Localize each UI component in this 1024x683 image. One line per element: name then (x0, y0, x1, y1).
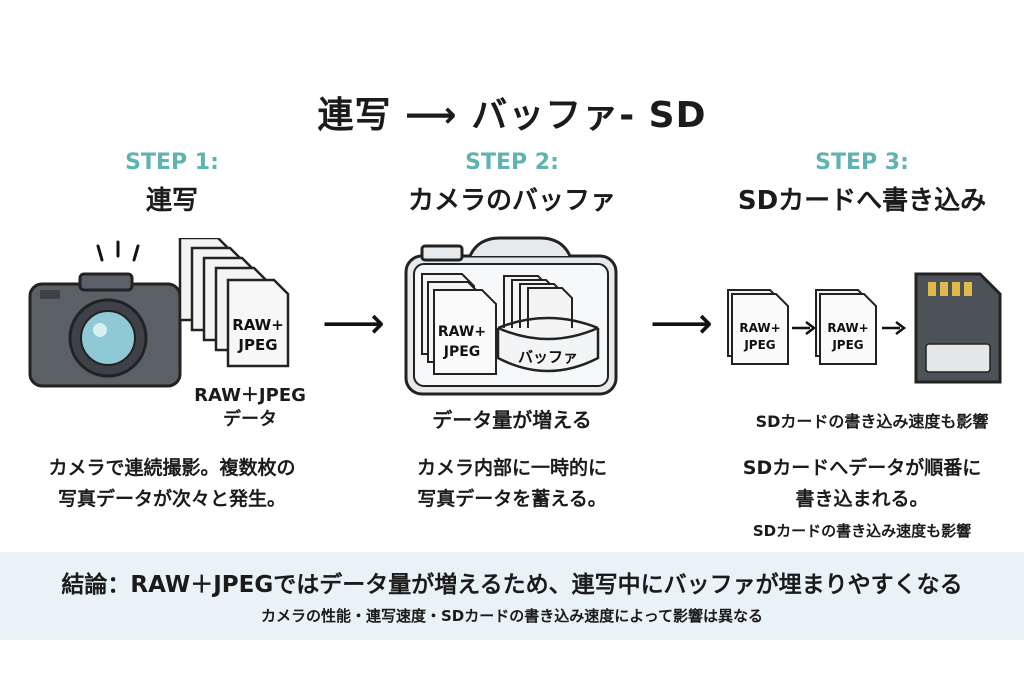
arrow-right-icon (792, 321, 817, 335)
step2-desc-line1: カメラ内部に一時的に (416, 457, 607, 479)
buffer-ring-icon: バッファ (496, 275, 600, 373)
step3-name: SDカードへ書き込み (737, 186, 987, 216)
step2-label: STEP 2: (465, 150, 559, 175)
step2-name: カメラのバッファ (407, 186, 616, 216)
step1-label: STEP 1: (125, 150, 219, 175)
photo-stack-icon: RAW+ JPEG (815, 289, 877, 365)
arrow-right-icon (882, 321, 907, 335)
arrow-right-icon: ⟶ (650, 298, 714, 349)
step3-caption: SDカードの書き込み速度も影響 (755, 412, 989, 431)
step1-doc-line1: RAW+ (232, 316, 284, 334)
conclusion-text: 結論：RAW＋JPEGではデータ量が増えるため、連写中にバッファが埋まりやすくな… (61, 572, 963, 598)
step1-desc-line2: 写真データが次々と発生。 (57, 488, 286, 510)
step3-desc-line1: SDカードへデータが順番に (742, 457, 982, 479)
step3-note: SDカードの書き込み速度も影響 (752, 522, 972, 540)
step1-desc-line1: カメラで連続撮影。複数枚の (48, 457, 296, 479)
photo-stack-icon: RAW+ JPEG (178, 238, 290, 368)
step1-illustration: RAW+ JPEG (28, 238, 290, 388)
step2-caption: データ量が増える (432, 408, 592, 432)
step2-illustration: RAW+ JPEG バッファ (404, 236, 618, 396)
photo-stack-icon: RAW+ JPEG (727, 289, 789, 365)
step2-desc-line2: 写真データを蓄える。 (417, 488, 607, 510)
step2-doc-line2: JPEG (443, 344, 481, 360)
step3-doc2-line2: JPEG (831, 338, 863, 352)
buffer-label: バッファ (518, 348, 578, 366)
step3-desc-line2: 書き込まれる。 (795, 488, 929, 510)
sd-card-icon (914, 272, 1002, 384)
arrow-right-icon: ⟶ (322, 298, 386, 349)
step2-doc-line1: RAW+ (438, 324, 486, 340)
step3-description: SDカードへデータが順番に 書き込まれる。 (702, 453, 1022, 515)
step3-doc2-line1: RAW+ (827, 321, 868, 335)
step1-caption: RAW＋JPEG データ (190, 384, 310, 432)
step1-caption-line2: データ (223, 409, 277, 430)
photo-stack-icon: RAW+ JPEG (421, 273, 497, 375)
step3-doc1-line2: JPEG (743, 338, 775, 352)
diagram-title: 連写 ⟶ バッファ- SD (317, 95, 707, 136)
camera-icon (28, 240, 182, 388)
step1-description: カメラで連続撮影。複数枚の 写真データが次々と発生。 (12, 453, 332, 515)
conclusion-panel (0, 552, 1024, 640)
step3-label: STEP 3: (815, 150, 909, 175)
step2-description: カメラ内部に一時的に 写真データを蓄える。 (352, 453, 672, 515)
step1-caption-line1: RAW＋JPEG (194, 385, 306, 406)
step1-doc-line2: JPEG (237, 336, 277, 354)
step1-name: 連写 (145, 186, 198, 216)
conclusion-subtext: カメラの性能・連写速度・SDカードの書き込み速度によって影響は異なる (260, 607, 764, 625)
step3-illustration: RAW+ JPEG RAW+ JPEG (727, 272, 1002, 384)
step3-doc1-line1: RAW+ (739, 321, 780, 335)
